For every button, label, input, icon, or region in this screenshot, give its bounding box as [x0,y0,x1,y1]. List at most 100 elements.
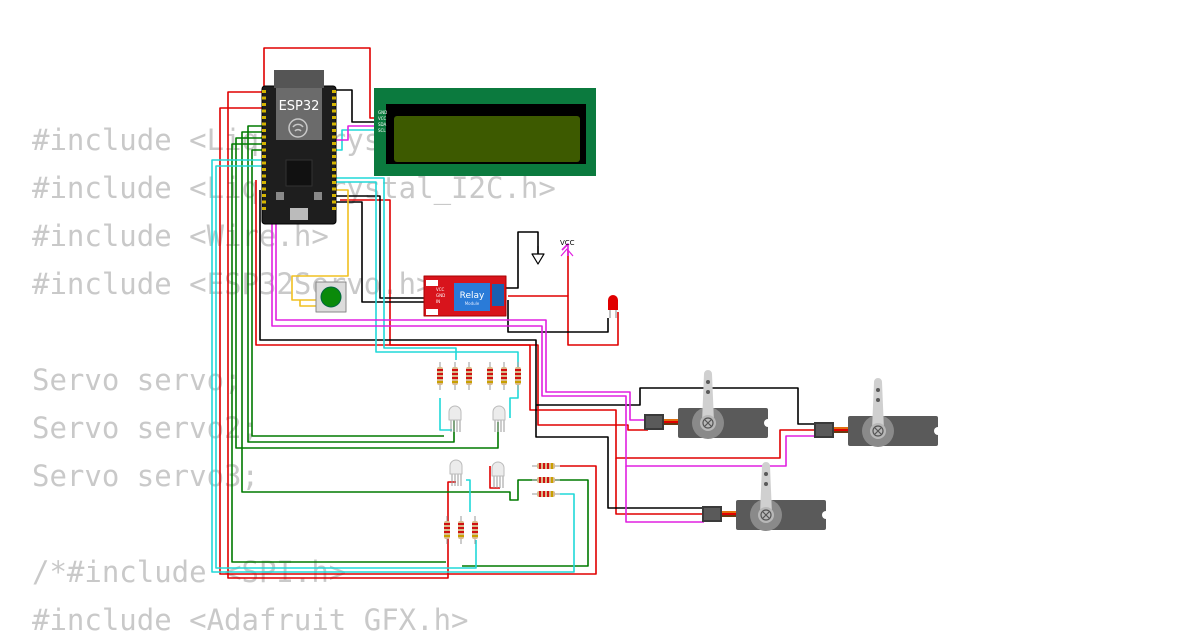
rgb-led[interactable] [449,459,463,486]
pin[interactable] [262,161,266,165]
resistor[interactable] [501,362,507,390]
pin[interactable] [332,161,336,165]
wire-cyan[interactable] [439,398,452,431]
wire-red[interactable] [615,458,704,515]
pin[interactable] [262,103,266,106]
wire-cyan[interactable] [215,165,477,569]
pin[interactable] [262,200,266,204]
wire-red[interactable] [219,107,597,575]
resistor[interactable] [487,362,493,390]
relay-module[interactable]: Relay Module VCC GND IN [423,275,507,317]
pin[interactable] [262,96,266,100]
pin[interactable] [262,116,266,119]
pin[interactable] [332,96,336,100]
wire-red[interactable] [340,199,648,431]
wire-black[interactable] [506,231,539,289]
wire-green[interactable] [251,149,444,437]
pin[interactable] [262,148,266,152]
wire-magenta[interactable] [330,125,380,141]
pin[interactable] [332,122,336,126]
resistor[interactable] [444,516,450,544]
pin[interactable] [332,142,336,145]
pin[interactable] [262,109,266,113]
pin[interactable] [332,187,336,191]
wire-green[interactable] [231,143,446,563]
code-line: #include <Wire.h> [32,219,329,253]
wire-cyan[interactable] [330,181,519,418]
wire-yellow[interactable] [291,189,349,301]
wire-cyan[interactable] [466,479,471,512]
pin[interactable] [262,181,266,184]
wire-cyan[interactable] [330,177,457,360]
wire-magenta[interactable] [625,466,704,523]
pin[interactable] [332,181,336,184]
pin[interactable] [262,207,266,210]
pin[interactable] [262,135,266,139]
resistor[interactable] [466,362,472,390]
pin[interactable] [262,174,266,178]
rgb-led[interactable] [492,405,506,432]
esp32-board[interactable]: ESP32 [261,70,337,225]
rgb-led[interactable] [448,405,462,432]
resistor[interactable] [515,362,521,390]
pin[interactable] [332,194,336,197]
pin[interactable] [262,168,266,171]
pin[interactable] [332,135,336,139]
pin[interactable] [332,174,336,178]
pin[interactable] [262,194,266,197]
lcd-pin-label: SDA [378,122,387,127]
pin[interactable] [332,103,336,106]
wire-red[interactable] [255,180,818,459]
relay-label: Relay [460,291,485,301]
circuit-diagram: ESP32 GND VCC SDA SCL VCC [211,47,942,579]
wire-black[interactable] [332,201,428,303]
push-button[interactable] [315,281,347,313]
pin[interactable] [262,187,266,191]
relay-pin-labels: VCC GND IN [436,287,445,304]
resistor[interactable] [532,477,560,483]
wire-magenta[interactable] [561,243,569,256]
lcd-display[interactable]: GND VCC SDA SCL [374,88,596,176]
rgb-led[interactable] [491,461,505,488]
pin[interactable] [262,155,266,158]
resistor[interactable] [452,362,458,390]
pin[interactable] [262,129,266,132]
servo-motor[interactable] [702,462,830,531]
resistor[interactable] [458,516,464,544]
pin[interactable] [332,148,336,152]
wire-red[interactable] [263,47,380,119]
wire-red[interactable] [227,91,456,579]
wire-red[interactable] [508,295,619,346]
wire-yellow[interactable] [299,300,318,307]
wire-black[interactable] [259,190,704,509]
pin[interactable] [262,142,266,145]
pin[interactable] [332,116,336,119]
pin[interactable] [332,168,336,171]
pin[interactable] [332,90,336,93]
wire-green[interactable] [241,131,589,567]
resistor[interactable] [532,463,560,469]
servo-motor[interactable] [644,370,772,439]
pin[interactable] [332,129,336,132]
code-line: Servo servo; [32,363,242,397]
wire-black[interactable] [332,195,428,299]
pin[interactable] [332,109,336,113]
wire-cyan[interactable] [211,159,575,573]
resistor[interactable] [472,516,478,544]
pin[interactable] [262,90,266,93]
pin[interactable] [262,122,266,126]
pin[interactable] [332,200,336,204]
wire-black[interactable] [536,387,818,425]
wire-black[interactable] [507,300,609,333]
vcc-symbol: VCC [560,239,575,257]
wire-black[interactable] [330,89,380,123]
wire-magenta[interactable] [271,196,818,467]
resistor[interactable] [532,491,560,497]
wire-green[interactable] [235,137,499,449]
resistor[interactable] [437,362,443,390]
red-led[interactable] [608,295,618,318]
wire-green[interactable] [247,125,455,443]
servo-motor[interactable] [814,378,942,447]
pin[interactable] [332,155,336,158]
pin[interactable] [332,207,336,210]
